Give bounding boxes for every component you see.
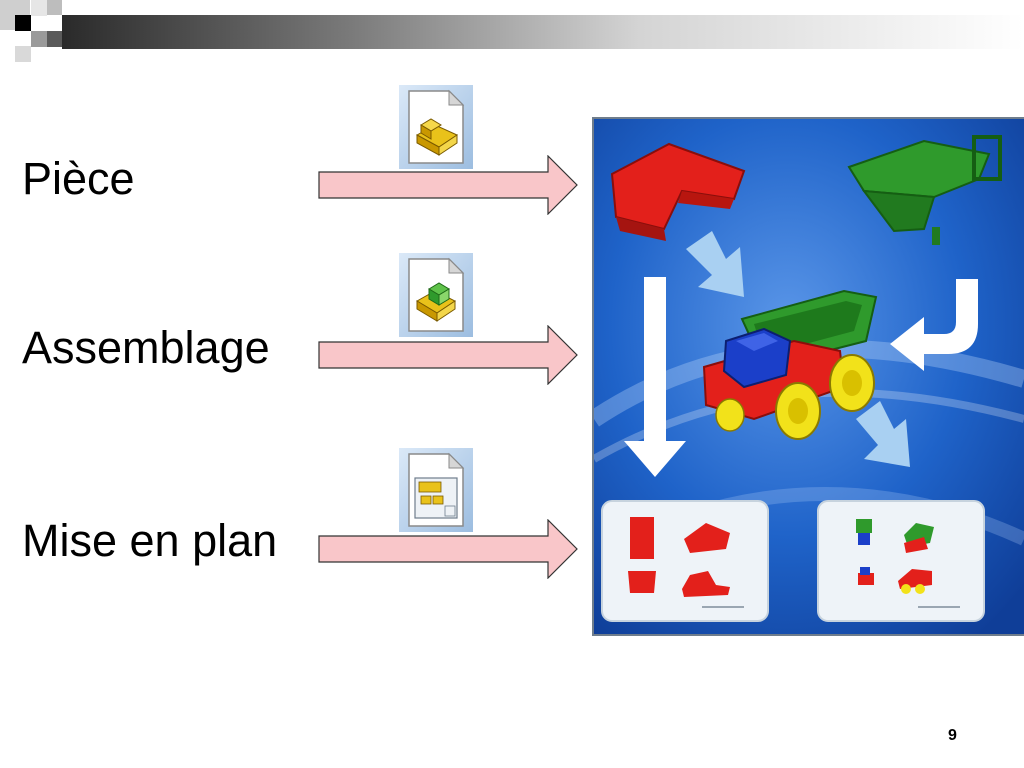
page-number: 9 [948,727,957,744]
diagonal-arrow-icon [856,401,910,467]
down-arrow-icon [624,277,686,477]
diagonal-arrow-icon [686,231,744,297]
drawing-file-icon[interactable] [399,448,473,532]
arrow-right-icon [318,325,578,385]
assembly-drawing-sheet [817,500,985,622]
label-piece: Pièce [22,153,135,204]
arrow-right-icon [318,155,578,215]
assembly-file-icon[interactable] [399,253,473,337]
green-part-model [847,135,1002,245]
decor-square [47,0,62,15]
title-bar-decoration [0,0,1024,62]
part-drawing-sheet [601,500,769,622]
decor-square [15,46,31,62]
curved-arrow-icon [890,279,978,371]
arrow-right-icon [318,519,578,579]
decor-square [31,0,47,16]
red-part-model [610,142,746,241]
label-mise-en-plan: Mise en plan [22,515,278,566]
workflow-illustration [592,117,1024,636]
decor-square [15,15,31,31]
title-gradient-bar [62,15,1024,49]
decor-square [47,31,62,47]
part-file-icon[interactable] [399,85,473,169]
truck-assembly-model [702,289,878,440]
decor-square [31,31,47,47]
workflow-illustration-graphic [594,119,1024,634]
label-assemblage: Assemblage [22,322,270,373]
